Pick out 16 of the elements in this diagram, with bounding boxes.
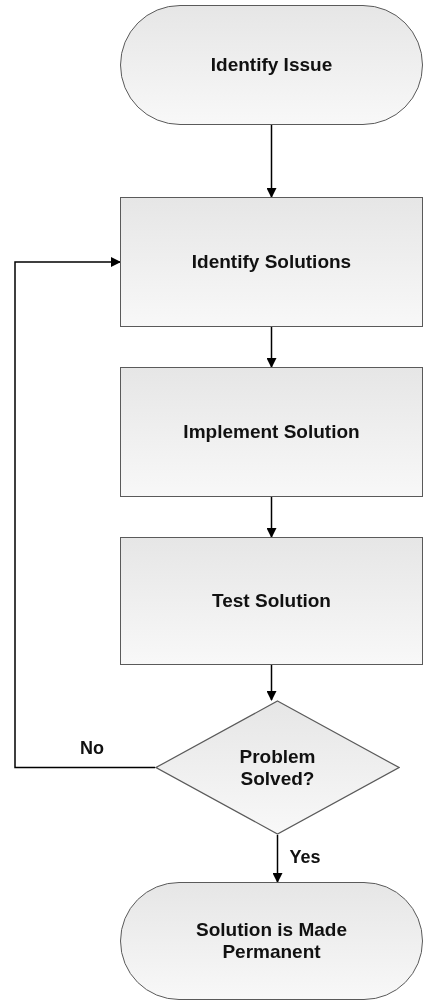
arrow xyxy=(266,664,277,701)
arrow xyxy=(14,257,156,769)
node-label: Problem Solved? xyxy=(238,745,317,790)
process-box xyxy=(120,537,423,665)
process-box xyxy=(120,197,423,327)
node-label: Implement Solution xyxy=(183,421,360,443)
node-label: Identify Issue xyxy=(210,54,333,76)
node-label: Identify Solutions xyxy=(191,251,352,273)
arrow xyxy=(266,124,277,198)
decision-diamond xyxy=(155,700,400,835)
process-box xyxy=(120,367,423,497)
node-label: Test Solution xyxy=(212,590,331,612)
arrow xyxy=(272,834,283,883)
arrow xyxy=(266,326,277,368)
node-label: Solution is Made Permanent xyxy=(195,919,348,963)
arrow xyxy=(266,496,277,538)
